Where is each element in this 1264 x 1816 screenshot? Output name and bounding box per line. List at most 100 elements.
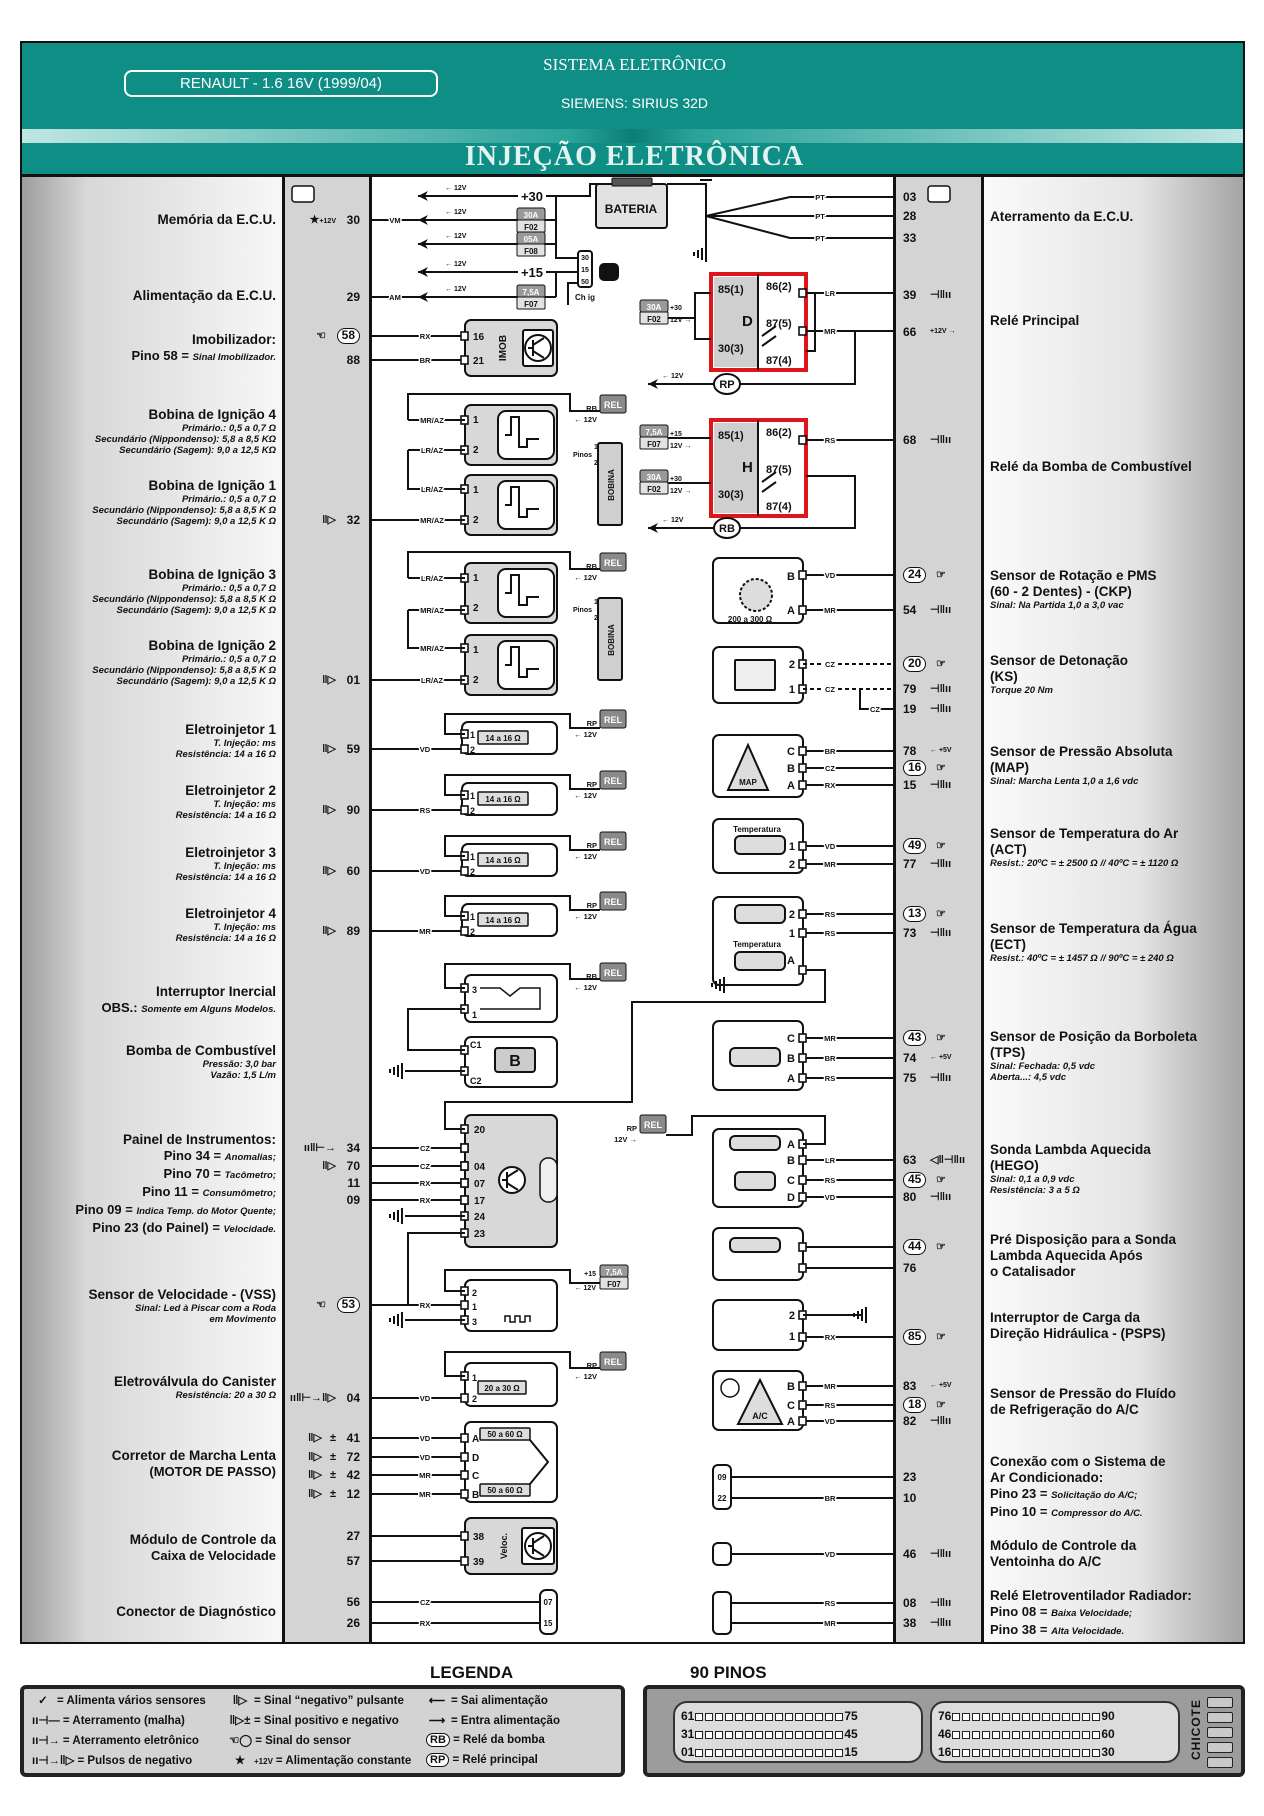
diagram-label: 07 bbox=[474, 1179, 486, 1190]
wire bbox=[444, 774, 600, 796]
diagram-label: 2 bbox=[473, 515, 479, 526]
legend-item: RB = Relé da bomba bbox=[426, 1733, 545, 1747]
ecu-pin-75: 75 bbox=[903, 1071, 917, 1085]
pin-start: 76 bbox=[938, 1709, 952, 1723]
wire-color-label: LR bbox=[825, 1156, 836, 1165]
wire bbox=[444, 713, 600, 735]
diagram-label: C bbox=[787, 1400, 795, 1412]
diagram-label: 1 bbox=[789, 841, 795, 853]
diagram-label: 1 bbox=[473, 415, 479, 426]
ecu-pin-58: 58 bbox=[336, 328, 360, 344]
supply-value: +5V bbox=[938, 1054, 952, 1061]
wire bbox=[407, 450, 465, 490]
connector-terminal bbox=[798, 859, 807, 869]
ecu-pin-28: 28 bbox=[903, 209, 917, 223]
connector-terminal bbox=[798, 605, 807, 615]
snowflake-icon bbox=[720, 1378, 740, 1398]
pin-slot bbox=[1032, 1748, 1041, 1757]
toothed-wheel-icon bbox=[739, 578, 773, 612]
detail-value: Velocidade. bbox=[223, 1224, 276, 1235]
diagram-label: Veloc. bbox=[499, 1533, 509, 1559]
diagram-label: 2 bbox=[594, 615, 598, 622]
idle-stepper-motor bbox=[464, 1421, 558, 1503]
arrow-head-icon bbox=[418, 191, 428, 201]
ground-icon: ⊣‖ıı bbox=[930, 858, 952, 870]
pin-slot bbox=[962, 1748, 971, 1757]
component-detail: OBS.: Somente em Alguns Modelos. bbox=[101, 1000, 276, 1018]
component-label: Memória da E.C.U. bbox=[157, 212, 276, 228]
pin-end: 45 bbox=[844, 1727, 858, 1741]
wire-color-label: RX bbox=[825, 1333, 835, 1342]
wire bbox=[444, 969, 826, 1130]
fuse-rating: 7,5A bbox=[606, 1268, 623, 1277]
connector-terminal bbox=[460, 1433, 469, 1443]
component-label: Painel de Instrumentos:Pino 34 = Anomali… bbox=[75, 1132, 276, 1238]
wire-color-label: VD bbox=[420, 867, 431, 876]
pin-slot bbox=[715, 1712, 724, 1721]
stepper-resistance bbox=[479, 1483, 531, 1497]
wire-color-label: MR bbox=[824, 1382, 836, 1391]
ecu-pin-53: 53 bbox=[336, 1297, 360, 1313]
component-detail: Sinal: 0,1 a 0,9 vdc bbox=[990, 1174, 1075, 1185]
component-label: Sensor de Velocidade - (VSS)Sinal: Led à… bbox=[88, 1287, 276, 1325]
ecu-pin-82: 82 bbox=[903, 1414, 917, 1428]
ground-icon: ⊣‖ıı bbox=[930, 703, 952, 715]
diagram-label: +15 bbox=[670, 431, 682, 438]
diagram-label: 15 bbox=[544, 1619, 553, 1628]
diagram-label: 1 bbox=[472, 1010, 477, 1020]
diagram-label: A bbox=[787, 1139, 795, 1151]
wire bbox=[806, 293, 816, 352]
pin-slot bbox=[992, 1748, 1001, 1757]
ecu-pin-34: 34 bbox=[346, 1141, 360, 1155]
diagram-label: 04 bbox=[474, 1162, 486, 1173]
legend-text: = Alimenta vários sensores bbox=[57, 1695, 206, 1707]
legend-badge: RP bbox=[426, 1753, 450, 1767]
wire bbox=[546, 183, 600, 197]
connector-terminal bbox=[798, 435, 807, 445]
pin-slot bbox=[825, 1748, 834, 1757]
fuse bbox=[639, 436, 669, 450]
wire-color-label: VD bbox=[420, 745, 431, 754]
harness-slot bbox=[1207, 1757, 1233, 1768]
component-detail: Resistência: 14 a 16 Ω bbox=[175, 872, 276, 883]
diagram-label: RP bbox=[587, 841, 597, 850]
wire-color-label: RS bbox=[420, 806, 430, 815]
component-label: Módulo de Controle da Ventoinha do A/C bbox=[990, 1538, 1136, 1570]
fuse-id: F02 bbox=[647, 485, 661, 494]
pin-slot bbox=[795, 1712, 804, 1721]
component-label: Conexão com o Sistema de Ar Condicionado… bbox=[990, 1454, 1166, 1522]
pin-end: 30 bbox=[1101, 1745, 1115, 1759]
diagram-label: D bbox=[787, 1192, 795, 1204]
gauge-icon bbox=[539, 1157, 558, 1203]
pin-slot bbox=[795, 1748, 804, 1757]
component-detail: Torque 20 Nm bbox=[990, 685, 1053, 696]
pin-slot bbox=[1042, 1712, 1051, 1721]
connector-terminal bbox=[798, 1155, 807, 1165]
arrow-head-icon bbox=[418, 292, 428, 302]
harness-slot bbox=[1207, 1697, 1233, 1708]
wire-color-label: BR bbox=[420, 356, 431, 365]
connector-terminal bbox=[798, 1416, 807, 1426]
wire-color-label: VD bbox=[825, 571, 836, 580]
detail-key: Pino 38 = bbox=[990, 1622, 1048, 1637]
relay-feed bbox=[599, 891, 627, 911]
ground-icon: ⊣‖ıı bbox=[930, 604, 952, 616]
component-title: Corretor de Marcha Lenta bbox=[111, 1448, 276, 1463]
diagram-label: RP bbox=[587, 780, 597, 789]
positive-negative-signal-icon: ‖▷± bbox=[308, 1451, 336, 1463]
pin-slot bbox=[1052, 1748, 1061, 1757]
pin-end: 15 bbox=[844, 1745, 858, 1759]
ecu-pin-03: 03 bbox=[903, 190, 917, 204]
ignition-switch bbox=[577, 250, 593, 288]
relay-contact-icon bbox=[761, 471, 777, 493]
pin-slot bbox=[785, 1730, 794, 1739]
ground-icon: ⊣‖ıı bbox=[930, 927, 952, 939]
sensor-signal-icon: ☞ bbox=[936, 1174, 946, 1186]
star-icon: ★ bbox=[234, 1755, 246, 1767]
diagram-label: 85(1) bbox=[718, 430, 744, 442]
wire-color-label: RS bbox=[825, 910, 835, 919]
legend-item: ıı⊣—= Aterramento (malha) bbox=[32, 1713, 185, 1727]
